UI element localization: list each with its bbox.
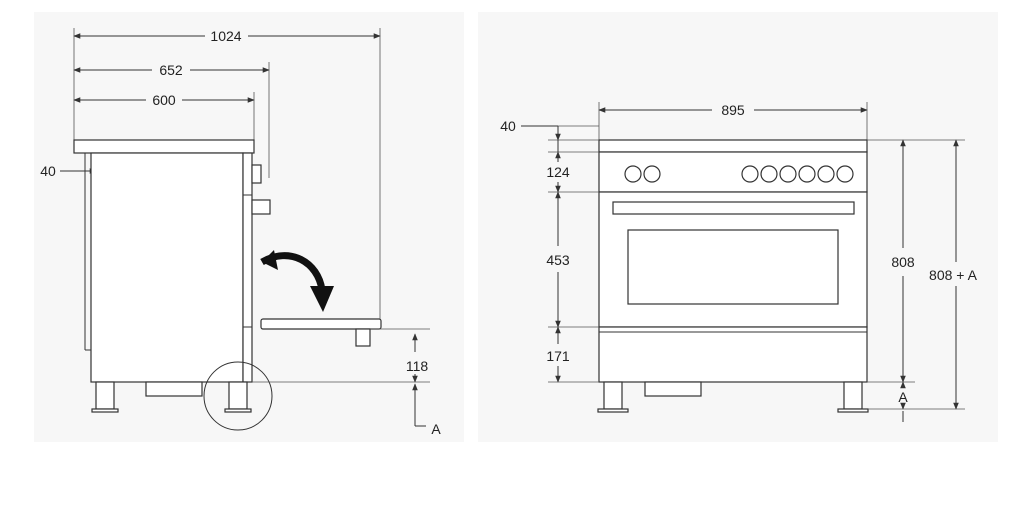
- oven-body-side: [90, 152, 244, 383]
- dim-a-side: A: [412, 383, 441, 437]
- open-door: [260, 318, 382, 330]
- cooktop-front: [598, 139, 868, 153]
- knob-right-2: [760, 165, 778, 183]
- detail-circle: [203, 361, 273, 431]
- foot-right-front: [843, 381, 863, 410]
- dim-label-652: 652: [159, 62, 183, 78]
- oven-handle: [612, 201, 855, 215]
- knob-right-1: [741, 165, 759, 183]
- dim-a-front: A: [898, 381, 908, 422]
- foot-front-side: [228, 381, 248, 410]
- dim-label-453: 453: [546, 252, 570, 268]
- knob-right-5: [817, 165, 835, 183]
- dim-label-124: 124: [546, 164, 570, 180]
- dim-171: 171: [546, 326, 570, 383]
- dim-label-118: 118: [406, 358, 429, 374]
- drawer-front-tray: [644, 381, 702, 397]
- door-handle: [355, 328, 371, 347]
- knob-left-2: [643, 165, 661, 183]
- dim-895: 895: [598, 102, 868, 140]
- drawer-side: [145, 381, 203, 397]
- dim-40-side: 40: [40, 163, 97, 179]
- dim-label-a-side: A: [431, 421, 441, 437]
- cooktop-side: [73, 139, 255, 154]
- oven-window: [627, 229, 839, 305]
- front-view: 895: [500, 102, 978, 422]
- dim-label-1024: 1024: [210, 28, 241, 44]
- dim-label-895: 895: [721, 102, 745, 118]
- dim-453: 453: [546, 191, 570, 328]
- dim-label-600: 600: [152, 92, 176, 108]
- dim-808-plus-a: 808 + A: [929, 139, 978, 410]
- dim-652: 652: [73, 62, 270, 78]
- dim-label-808: 808: [891, 254, 915, 270]
- door-side: [242, 152, 253, 383]
- dim-label-40-front: 40: [500, 118, 516, 134]
- drawer-front: [598, 326, 868, 383]
- handle-side: [251, 199, 271, 215]
- dim-40-front: 40: [500, 118, 561, 152]
- dim-808: 808: [891, 139, 915, 383]
- knob-right-3: [779, 165, 797, 183]
- dim-600: 600: [73, 92, 255, 108]
- dim-label-808-plus-a: 808 + A: [929, 267, 978, 283]
- knob-side: [251, 164, 262, 184]
- dim-label-171: 171: [546, 348, 570, 364]
- knob-right-6: [836, 165, 854, 183]
- knob-left-1: [624, 165, 642, 183]
- foot-left-front: [603, 381, 623, 410]
- dim-label-40-side: 40: [40, 163, 56, 179]
- dim-label-a-front: A: [898, 389, 908, 405]
- dim-1024: 1024: [73, 28, 381, 44]
- knob-right-4: [798, 165, 816, 183]
- foot-rear-side: [95, 381, 115, 410]
- dim-118: 118: [252, 328, 430, 383]
- side-view: 1024 652 600 40: [40, 28, 441, 437]
- dim-124: 124: [546, 151, 570, 193]
